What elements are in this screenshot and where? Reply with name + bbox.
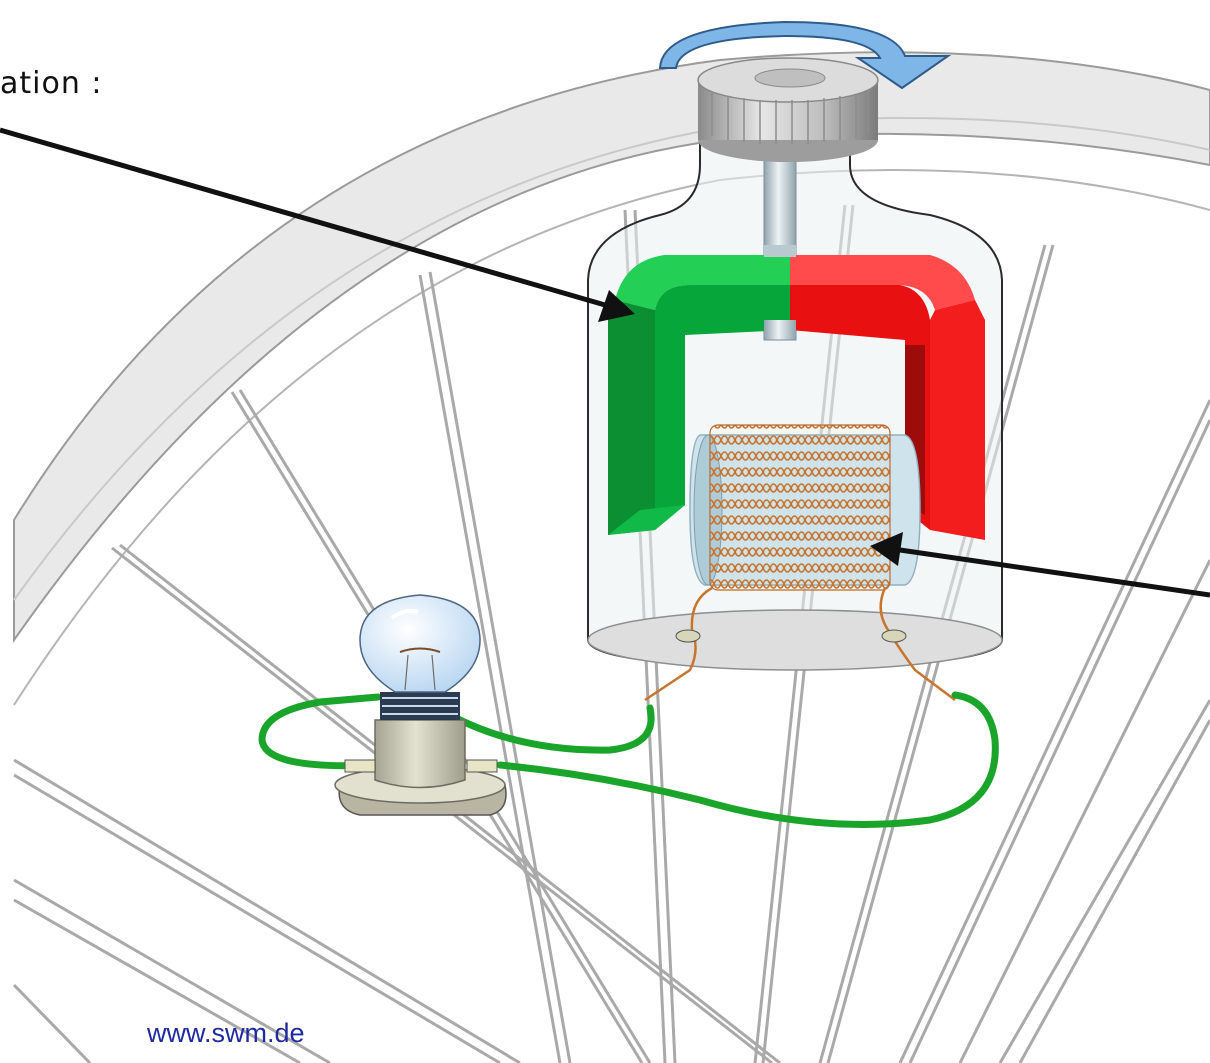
lamp-bulb-icon [335, 595, 506, 815]
source-credit: www.swm.de [147, 1018, 305, 1049]
caption-label: ation : [0, 66, 103, 101]
rotation-knob [698, 58, 878, 162]
